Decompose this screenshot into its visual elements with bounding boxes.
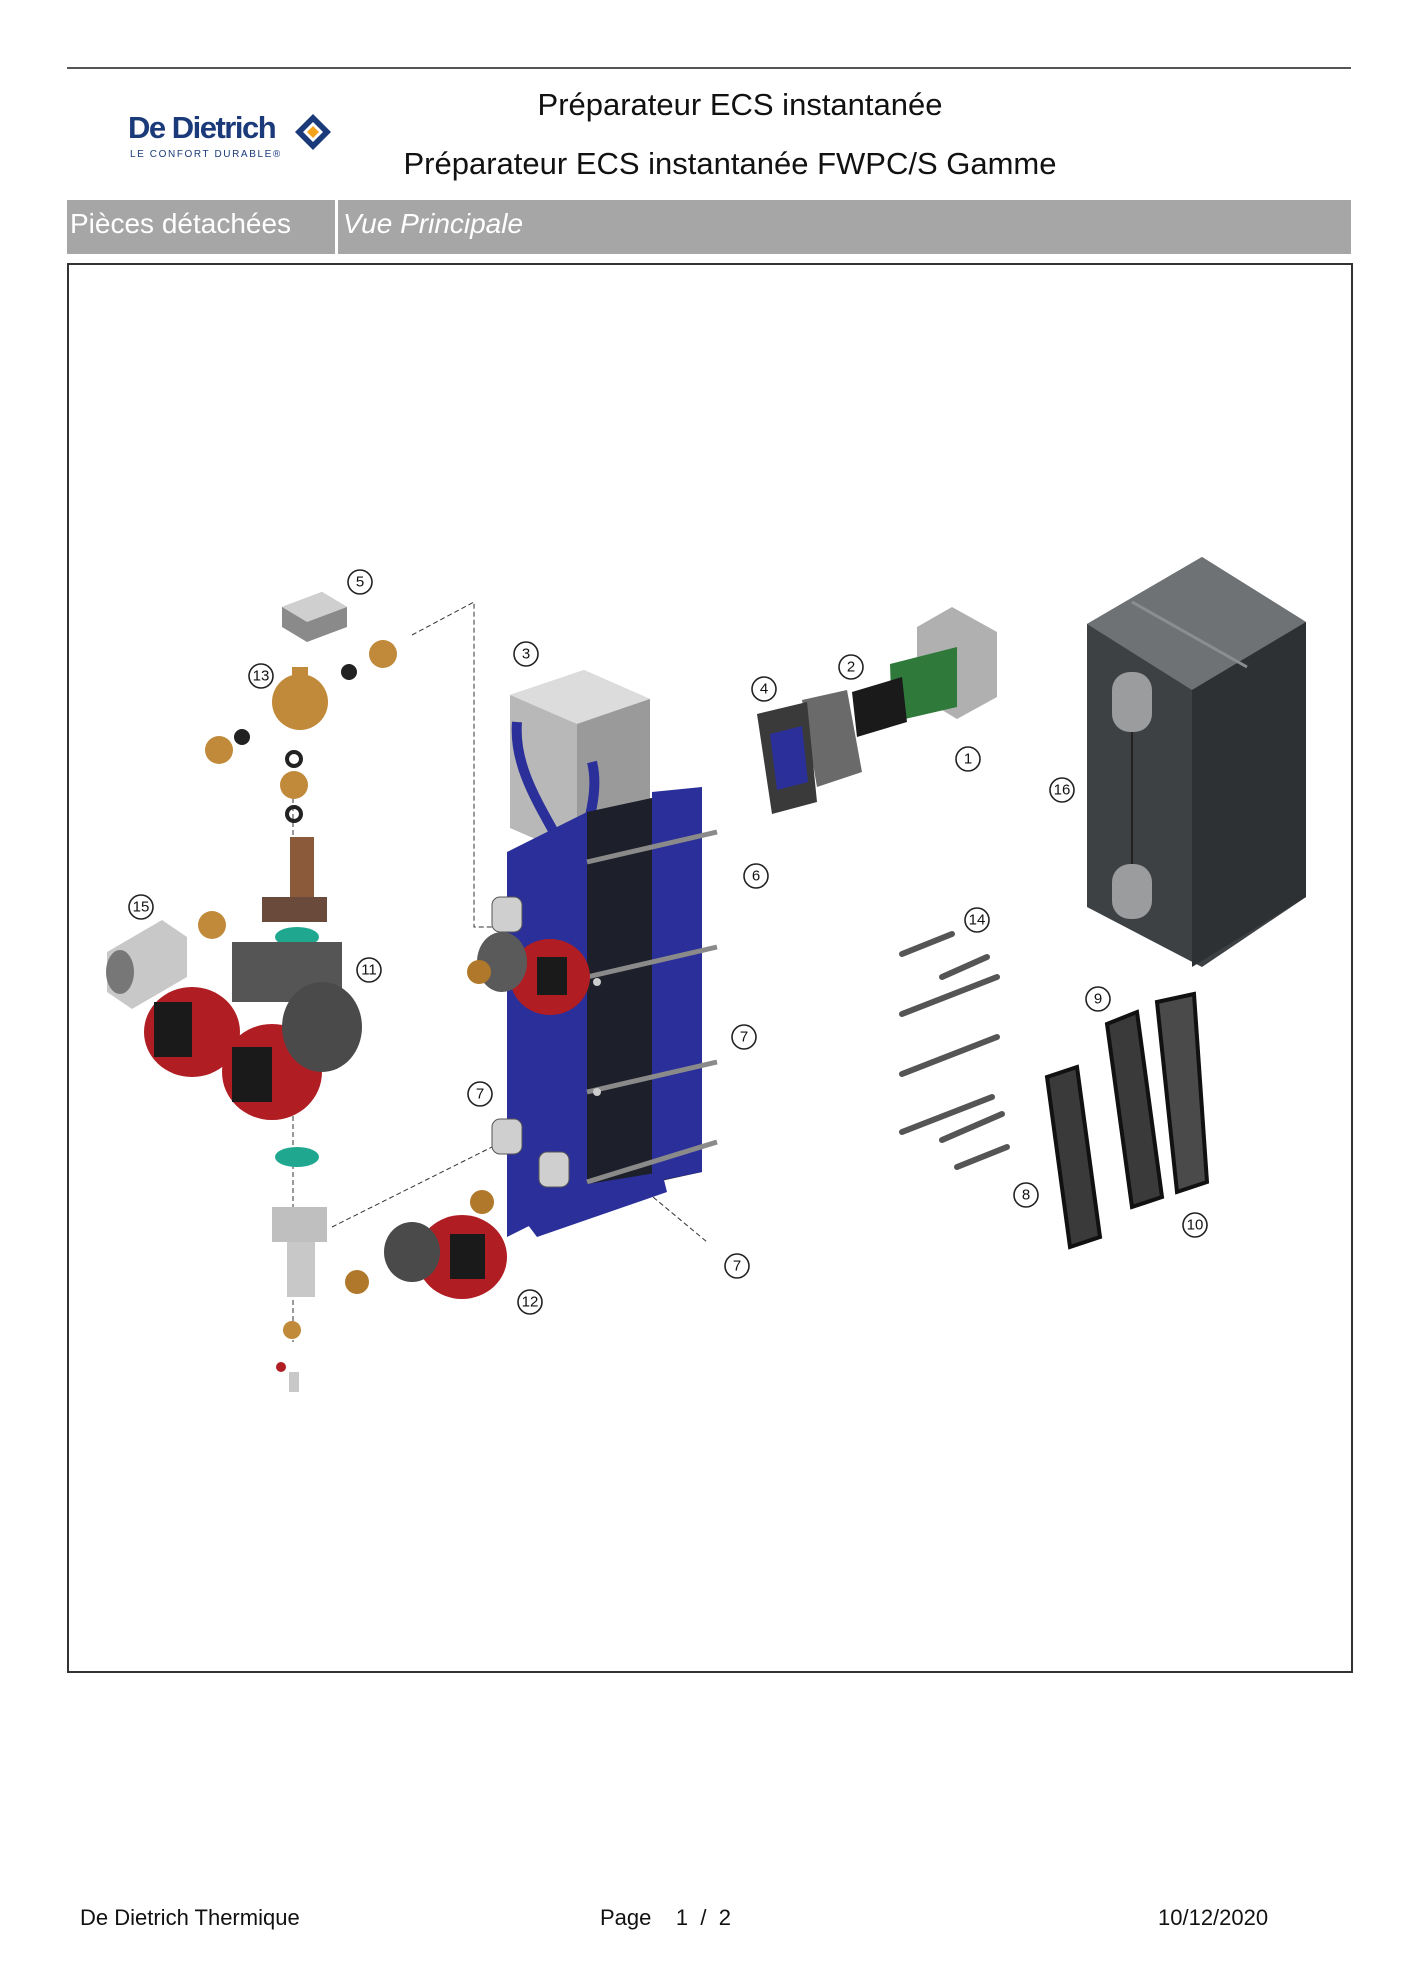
svg-text:14: 14: [969, 912, 986, 929]
svg-text:16: 16: [1054, 782, 1071, 799]
page-title: Préparateur ECS instantanée: [537, 87, 943, 122]
svg-text:8: 8: [1022, 1187, 1030, 1204]
callout-1: 1: [955, 746, 981, 772]
callout-11: 11: [356, 957, 382, 983]
svg-text:7: 7: [733, 1258, 741, 1275]
section-bar-left-label: Pièces détachées: [70, 208, 292, 239]
svg-text:1: 1: [964, 751, 972, 768]
svg-text:7: 7: [476, 1086, 484, 1103]
callout-7a: 7: [731, 1024, 757, 1050]
brand-name: De Dietrich: [128, 110, 277, 145]
footer-page-sep: /: [700, 1905, 707, 1930]
svg-text:2: 2: [847, 659, 855, 676]
svg-text:10: 10: [1187, 1217, 1204, 1234]
footer-company: De Dietrich Thermique: [80, 1905, 300, 1930]
callout-7c: 7: [724, 1253, 750, 1279]
svg-text:9: 9: [1094, 991, 1102, 1008]
svg-text:15: 15: [133, 899, 150, 916]
svg-text:6: 6: [752, 868, 760, 885]
svg-text:5: 5: [356, 574, 364, 591]
callout-9: 9: [1085, 986, 1111, 1012]
callout-4: 4: [751, 676, 777, 702]
callout-3: 3: [513, 641, 539, 667]
lower-pump: [345, 1190, 507, 1299]
plate-heat-exchanger: [507, 787, 718, 1237]
footer-page-label: Page: [600, 1905, 652, 1930]
svg-text:12: 12: [522, 1294, 539, 1311]
callout-14: 14: [964, 907, 990, 933]
section-bar-divider: [335, 200, 338, 254]
exploded-view-frame: 1 2 3 4 5 6 7 7 7 8 9 10 11 12 13 14 15 …: [67, 263, 1353, 1673]
section-bar: Pièces détachées Vue Principale: [67, 200, 1351, 254]
svg-text:13: 13: [253, 668, 270, 685]
sleeve-fitting: [106, 920, 187, 1009]
svg-text:7: 7: [740, 1029, 748, 1046]
brand-diamond-icon: [295, 114, 331, 150]
footer-page-total: 2: [718, 1905, 731, 1930]
callout-5: 5: [347, 569, 373, 595]
callout-10: 10: [1182, 1212, 1208, 1238]
tie-rods: [899, 931, 1010, 1170]
exploded-parts-diagram: 1 2 3 4 5 6 7 7 7 8 9 10 11 12 13 14 15 …: [106, 557, 1306, 1392]
footer-page: Page 1 / 2: [600, 1905, 731, 1931]
callout-15: 15: [128, 894, 154, 920]
callout-6: 6: [743, 863, 769, 889]
brand-logo: De Dietrich LE CONFORT DURABLE®: [128, 110, 343, 170]
exchanger-pump: [467, 932, 590, 1015]
insulation-jacket: [1087, 557, 1306, 967]
callout-12: 12: [517, 1289, 543, 1315]
callout-8: 8: [1013, 1182, 1039, 1208]
svg-text:11: 11: [361, 962, 377, 979]
footer-page-current: 1: [675, 1905, 689, 1930]
svg-text:4: 4: [760, 681, 768, 698]
page-subtitle: Préparateur ECS instantanée FWPC/S Gamme: [403, 146, 1057, 181]
exchanger-plates: [1044, 991, 1210, 1250]
callout-2: 2: [838, 654, 864, 680]
svg-text:3: 3: [522, 646, 530, 663]
callout-16: 16: [1049, 777, 1075, 803]
controller-housing: [757, 607, 997, 814]
brand-tagline: LE CONFORT DURABLE®: [130, 149, 282, 160]
mixing-valve-assembly: [198, 592, 397, 947]
callout-13: 13: [248, 663, 274, 689]
section-bar-right-label: Vue Principale: [343, 208, 524, 239]
footer-date: 10/12/2020: [1158, 1905, 1269, 1930]
twin-pump: [144, 942, 362, 1392]
top-rule: [67, 67, 1351, 69]
callout-7b: 7: [467, 1081, 493, 1107]
